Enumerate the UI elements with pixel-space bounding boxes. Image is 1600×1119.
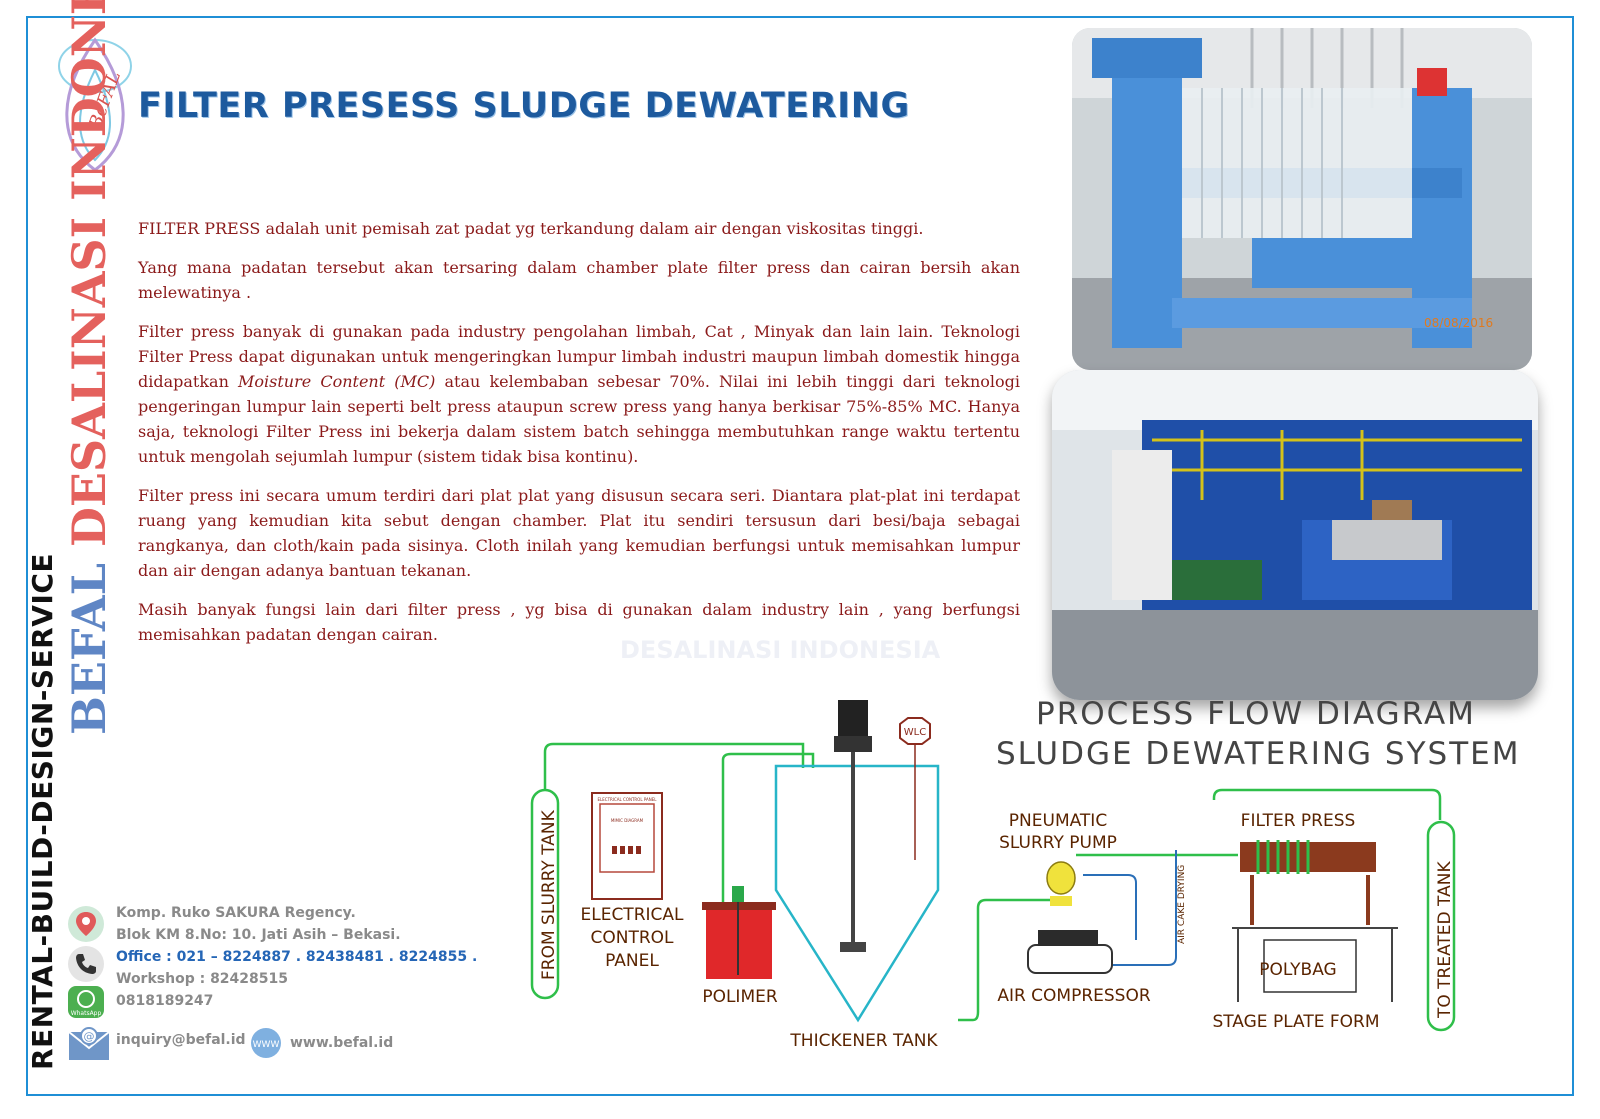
whatsapp-icon-label: WhatsApp: [71, 1010, 102, 1017]
paragraph-5: Masih banyak fungsi lain dari filter pre…: [138, 600, 1020, 644]
polimer-label: POLIMER: [702, 987, 778, 1007]
brand-vertical: BEFAL DESALINASI INDONESIA: [62, 0, 116, 735]
from-slurry-tank: [530, 788, 560, 1000]
diagram-title-2: SLUDGE DEWATERING SYSTEM: [996, 736, 1521, 772]
address-line-2: Blok KM 8.No: 10. Jati Asih – Bekasi.: [116, 927, 401, 943]
to-treated-label: TO TREATED TANK: [1435, 861, 1455, 1019]
address-line-1: Komp. Ruko SAKURA Regency.: [116, 905, 356, 921]
air-compressor-label: AIR COMPRESSOR: [997, 986, 1151, 1006]
installation-photo: [1052, 370, 1538, 700]
air-compressor: [1027, 944, 1113, 974]
page-frame: [26, 16, 1574, 1096]
email-icon: @: [68, 1027, 110, 1060]
befal-logo: BeFAL: [58, 37, 132, 172]
photo-date-stamp: 08/08/2016: [1424, 316, 1494, 330]
polybag-label: POLYBAG: [1259, 960, 1336, 980]
panel-inner-label: MIMIC DIAGRAM: [611, 818, 644, 823]
thickener-tank: [774, 764, 940, 1023]
email-address[interactable]: inquiry@befal.id: [116, 1032, 246, 1048]
paragraph-1: FILTER PRESS adalah unit pemisah zat pad…: [138, 219, 924, 238]
svg-text:@: @: [84, 1030, 95, 1043]
description: FILTER PRESS adalah unit pemisah zat pad…: [138, 216, 1020, 661]
paragraph-3b: atau kelembaban sebesar 70%. Nilai ini l…: [138, 372, 1020, 466]
process-flow-diagram: FROM SLURRY TANK ELECTRICAL CONTROL PANE…: [530, 700, 1456, 1051]
ecp-line-2: CONTROL: [590, 928, 674, 948]
slurry-pump: [1046, 861, 1076, 895]
workshop-phone: Workshop : 82428515: [116, 971, 288, 987]
filter-press-label: FILTER PRESS: [1241, 811, 1356, 831]
website-link[interactable]: www.befal.id: [290, 1035, 394, 1051]
panel-small-label: ELECTRICAL CONTROL PANEL: [598, 797, 658, 802]
agitator-motor: [838, 700, 868, 736]
whatsapp-number[interactable]: 0818189247: [116, 993, 214, 1009]
watermark: DESALINASI INDONESIA: [620, 636, 941, 664]
wlc-label: WLC: [904, 727, 926, 738]
pump-label-2: SLURRY PUMP: [999, 833, 1117, 853]
ecp-line-3: PANEL: [605, 951, 659, 971]
filter-press-photo: [1072, 28, 1532, 370]
to-treated-tank: [1426, 820, 1456, 1032]
whatsapp-icon: WhatsApp: [68, 986, 104, 1018]
paragraph-3: Filter press banyak di gunakan pada indu…: [138, 319, 1020, 469]
brand-desalinasi: DESALINASI INDONESIA: [62, 0, 116, 548]
paragraph-2: Yang mana padatan tersebut akan tersarin…: [138, 258, 1020, 302]
moisture-content-term: Moisture Content (MC): [238, 372, 436, 391]
location-icon: [68, 906, 104, 942]
paragraph-4: Filter press ini secara umum terdiri dar…: [138, 486, 1020, 580]
from-slurry-label: FROM SLURRY TANK: [539, 809, 559, 980]
office-phone[interactable]: Office : 021 – 8224887 . 82438481 . 8224…: [116, 949, 478, 965]
contact-block: Komp. Ruko SAKURA Regency. Blok KM 8.No:…: [116, 902, 477, 1012]
pump-label-1: PNEUMATIC: [1009, 811, 1107, 831]
air-cake-label: AIR CAKE DRYING: [1177, 865, 1187, 944]
web-icon: WWW: [251, 1028, 281, 1058]
thickener-label: THICKENER TANK: [789, 1031, 938, 1051]
tagline-vertical: RENTAL-BUILD-DESIGN-SERVICE: [26, 552, 59, 1070]
diagram-title-1: PROCESS FLOW DIAGRAM: [1036, 696, 1476, 732]
stage-label: STAGE PLATE FORM: [1212, 1012, 1379, 1032]
stage-plate-form: [1232, 927, 1398, 1002]
ecp-line-1: ELECTRICAL: [580, 905, 684, 925]
paragraph-3a: Filter press banyak di gunakan pada indu…: [138, 322, 1020, 391]
phone-icon: [68, 946, 104, 982]
wlc-sensor: [899, 717, 931, 745]
brand-befal: BEFAL: [62, 563, 116, 735]
web-icon-label: WWW: [253, 1040, 280, 1050]
page-title: FILTER PRESESS SLUDGE DEWATERING: [138, 86, 910, 126]
polybag: [1263, 939, 1357, 993]
